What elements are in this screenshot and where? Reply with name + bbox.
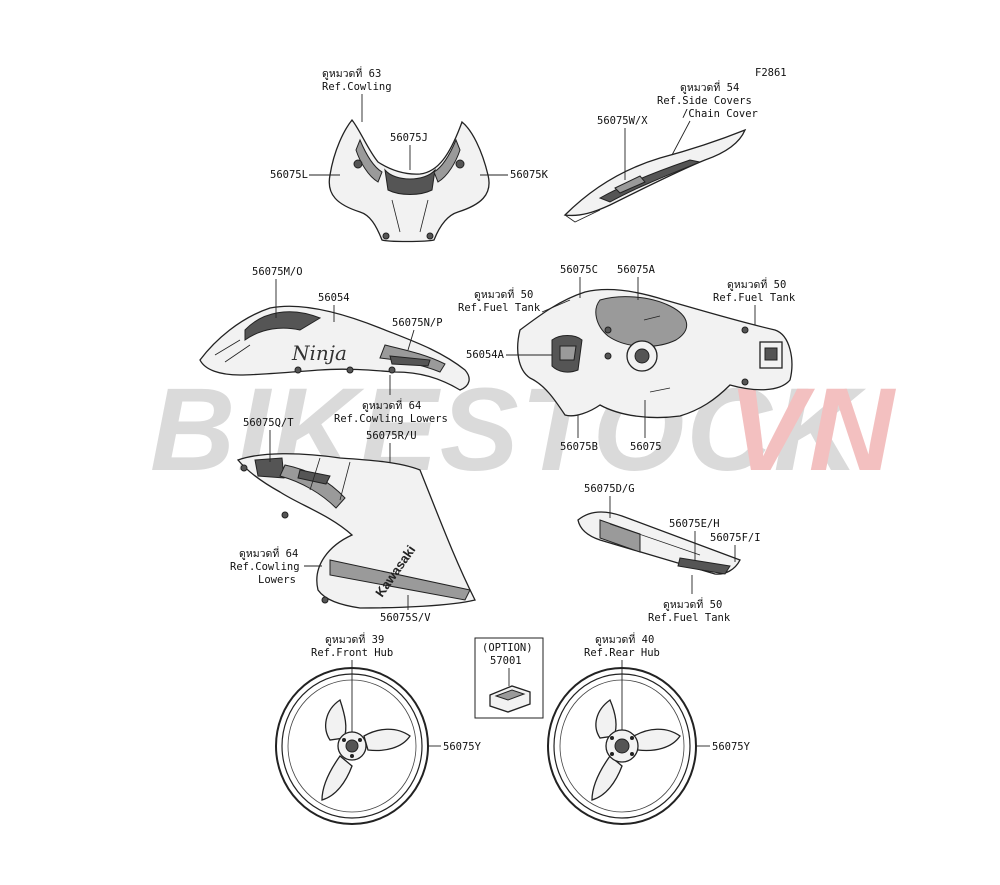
label-56075FI: 56075F/I: [710, 532, 761, 544]
side-cover-decal: [563, 128, 747, 223]
ref-cowling-lowers-left-line3: Lowers: [258, 574, 296, 586]
ref-cowling-lowers-mid-line2: Ref.Cowling Lowers: [334, 413, 448, 425]
tank-pad-strip: [577, 511, 741, 575]
fuel-tank-cover: [517, 288, 793, 419]
label-56075Y-rear: 56075Y: [712, 741, 751, 753]
leader-56075NP: [407, 329, 415, 351]
ref-cowling-top-line1: ดูหมวดที่ 63: [322, 66, 381, 80]
ref-side-covers-leader: [671, 120, 691, 156]
label-56075A: 56075A: [617, 264, 656, 276]
side-fairing-ninja: Ninja: [199, 305, 470, 391]
upper-cowling: [328, 118, 490, 243]
ref-cowling-top-line2: Ref.Cowling: [322, 81, 392, 93]
ref-cowling-lowers-left-line1: ดูหมวดที่ 64: [239, 546, 298, 560]
ref-side-covers-line2: Ref.Side Covers: [657, 95, 752, 107]
option-box-part: 57001: [490, 655, 522, 667]
ref-side-covers-line3: /Chain Cover: [682, 108, 758, 120]
ref-fuel-tank-bottom-line2: Ref.Fuel Tank: [648, 612, 731, 624]
option-box-title: (OPTION): [482, 642, 533, 654]
ref-front-hub-line1: ดูหมวดที่ 39: [325, 632, 384, 646]
ref-fuel-tank-left-line2: Ref.Fuel Tank: [458, 302, 541, 314]
label-56075SV: 56075S/V: [380, 612, 431, 624]
ref-fuel-tank-right-line2: Ref.Fuel Tank: [713, 292, 796, 304]
rear-wheel: [547, 667, 697, 825]
lower-fairing-kawasaki: Kawasaki: [236, 453, 476, 609]
label-56054: 56054: [318, 292, 350, 304]
ref-front-hub-line2: Ref.Front Hub: [311, 647, 393, 659]
label-56075QT: 56075Q/T: [243, 417, 294, 429]
label-56075B: 56075B: [560, 441, 598, 453]
label-56075L: 56075L: [270, 169, 308, 181]
option-box: (OPTION) 57001: [474, 637, 544, 719]
label-56075RU: 56075R/U: [366, 430, 417, 442]
ref-fuel-tank-bottom-line1: ดูหมวดที่ 50: [663, 597, 722, 611]
ref-rear-hub-line2: Ref.Rear Hub: [584, 647, 660, 659]
label-56075WX: 56075W/X: [597, 115, 648, 127]
ref-rear-hub-line1: ดูหมวดที่ 40: [595, 632, 654, 646]
label-56054A: 56054A: [466, 349, 505, 361]
ref-side-covers-line1: ดูหมวดที่ 54: [680, 80, 739, 94]
label-56075Y-front: 56075Y: [443, 741, 482, 753]
ref-fuel-tank-left-leader: [541, 299, 571, 313]
ref-fuel-tank-left-line1: ดูหมวดที่ 50: [474, 287, 533, 301]
ref-cowling-lowers-mid-line1: ดูหมวดที่ 64: [362, 398, 421, 412]
label-56075C: 56075C: [560, 264, 598, 276]
label-56075MO: 56075M/O: [252, 266, 303, 278]
label-56075: 56075: [630, 441, 662, 453]
figure-code: F2861: [755, 67, 787, 79]
label-56075EH: 56075E/H: [669, 518, 720, 530]
label-56075J: 56075J: [390, 132, 428, 144]
ninja-decal-text: Ninja: [291, 341, 347, 365]
ref-fuel-tank-right-line1: ดูหมวดที่ 50: [727, 277, 786, 291]
ref-cowling-lowers-left-line2: Ref.Cowling: [230, 561, 300, 573]
label-56075NP: 56075N/P: [392, 317, 443, 329]
label-56075K: 56075K: [510, 169, 549, 181]
label-56075DG: 56075D/G: [584, 483, 635, 495]
